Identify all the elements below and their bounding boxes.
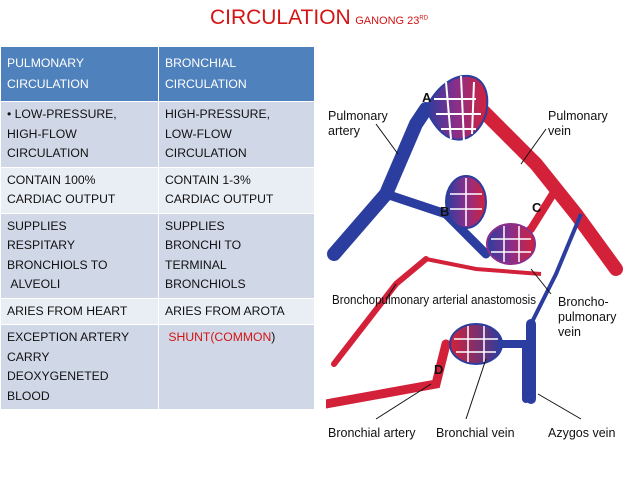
cell-bronchial: CONTAIN 1-3%CARDIAC OUTPUT (158, 166, 315, 214)
label-azygos-vein: Azygos vein (548, 426, 615, 440)
bronchial-artery-lower (321, 339, 451, 409)
cell-pulmonary: CONTAIN 100%CARDIAC OUTPUT (0, 166, 159, 214)
table-row: CONTAIN 100%CARDIAC OUTPUT CONTAIN 1-3%C… (0, 166, 315, 214)
title-main: CIRCULATION (209, 6, 351, 29)
label-anastomosis: Bronchopulmonary arterial anastomosis (332, 293, 536, 307)
label-bronchopulmonary-vein-2: pulmonary (558, 310, 617, 324)
capillary-bed-a (424, 74, 489, 141)
label-pulmonary-vein-1: Pulmonary (548, 109, 608, 123)
pulmonary-artery-branch (381, 189, 491, 259)
cell-bronchial: ARIES FROM AROTA (158, 297, 315, 325)
capillary-mesh-c (491, 226, 531, 262)
label-pulmonary-artery-2: artery (328, 124, 361, 138)
label-pulmonary-artery-1: Pulmonary (328, 109, 388, 123)
label-bronchial-artery: Bronchial artery (328, 426, 416, 440)
leader-lines (375, 123, 582, 420)
capillary-mesh-b (450, 178, 482, 226)
bronchial-vein-vessel (498, 340, 530, 403)
title-ref-text: GANONG 23 (355, 15, 420, 27)
label-bronchopulmonary-vein-3: vein (558, 325, 581, 339)
bronchopulmonary-vein-vessel (529, 213, 583, 325)
capillary-bed-c (486, 223, 536, 265)
diagram-svg: A B C D Pulmonary artery Pulmonary vein … (321, 74, 623, 440)
pulmonary-artery-vessel (327, 102, 433, 261)
letter-b: B (440, 204, 449, 219)
capillary-mesh-a (434, 75, 481, 143)
anastomosis-vessel (425, 257, 542, 276)
letter-a: A (422, 90, 432, 105)
capillary-mesh-d (454, 326, 498, 362)
letter-c: C (532, 200, 542, 215)
shunt-suffix: ) (271, 330, 276, 344)
circulation-diagram: A B C D Pulmonary artery Pulmonary vein … (321, 54, 638, 474)
bronchial-artery-vessel (331, 256, 429, 367)
title-reference: GANONG 23RD (355, 15, 428, 27)
label-bronchial-vein: Bronchial vein (436, 426, 515, 440)
table-row: ARIES FROM HEART ARIES FROM AROTA (0, 297, 315, 325)
letter-d: D (434, 362, 443, 377)
title-ref-sup: RD (419, 15, 429, 22)
label-bronchopulmonary-vein-1: Broncho- (558, 295, 609, 309)
shunt-text: SHUNT(COMMON (168, 330, 272, 344)
label-pulmonary-vein-2: vein (548, 124, 571, 138)
cell-bronchial: SHUNT(COMMON) (158, 324, 315, 410)
page-title: CIRCULATION GANONG 23RD (0, 6, 638, 30)
cell-pulmonary: ARIES FROM HEART (0, 297, 159, 325)
capillary-bed-d (449, 323, 503, 365)
